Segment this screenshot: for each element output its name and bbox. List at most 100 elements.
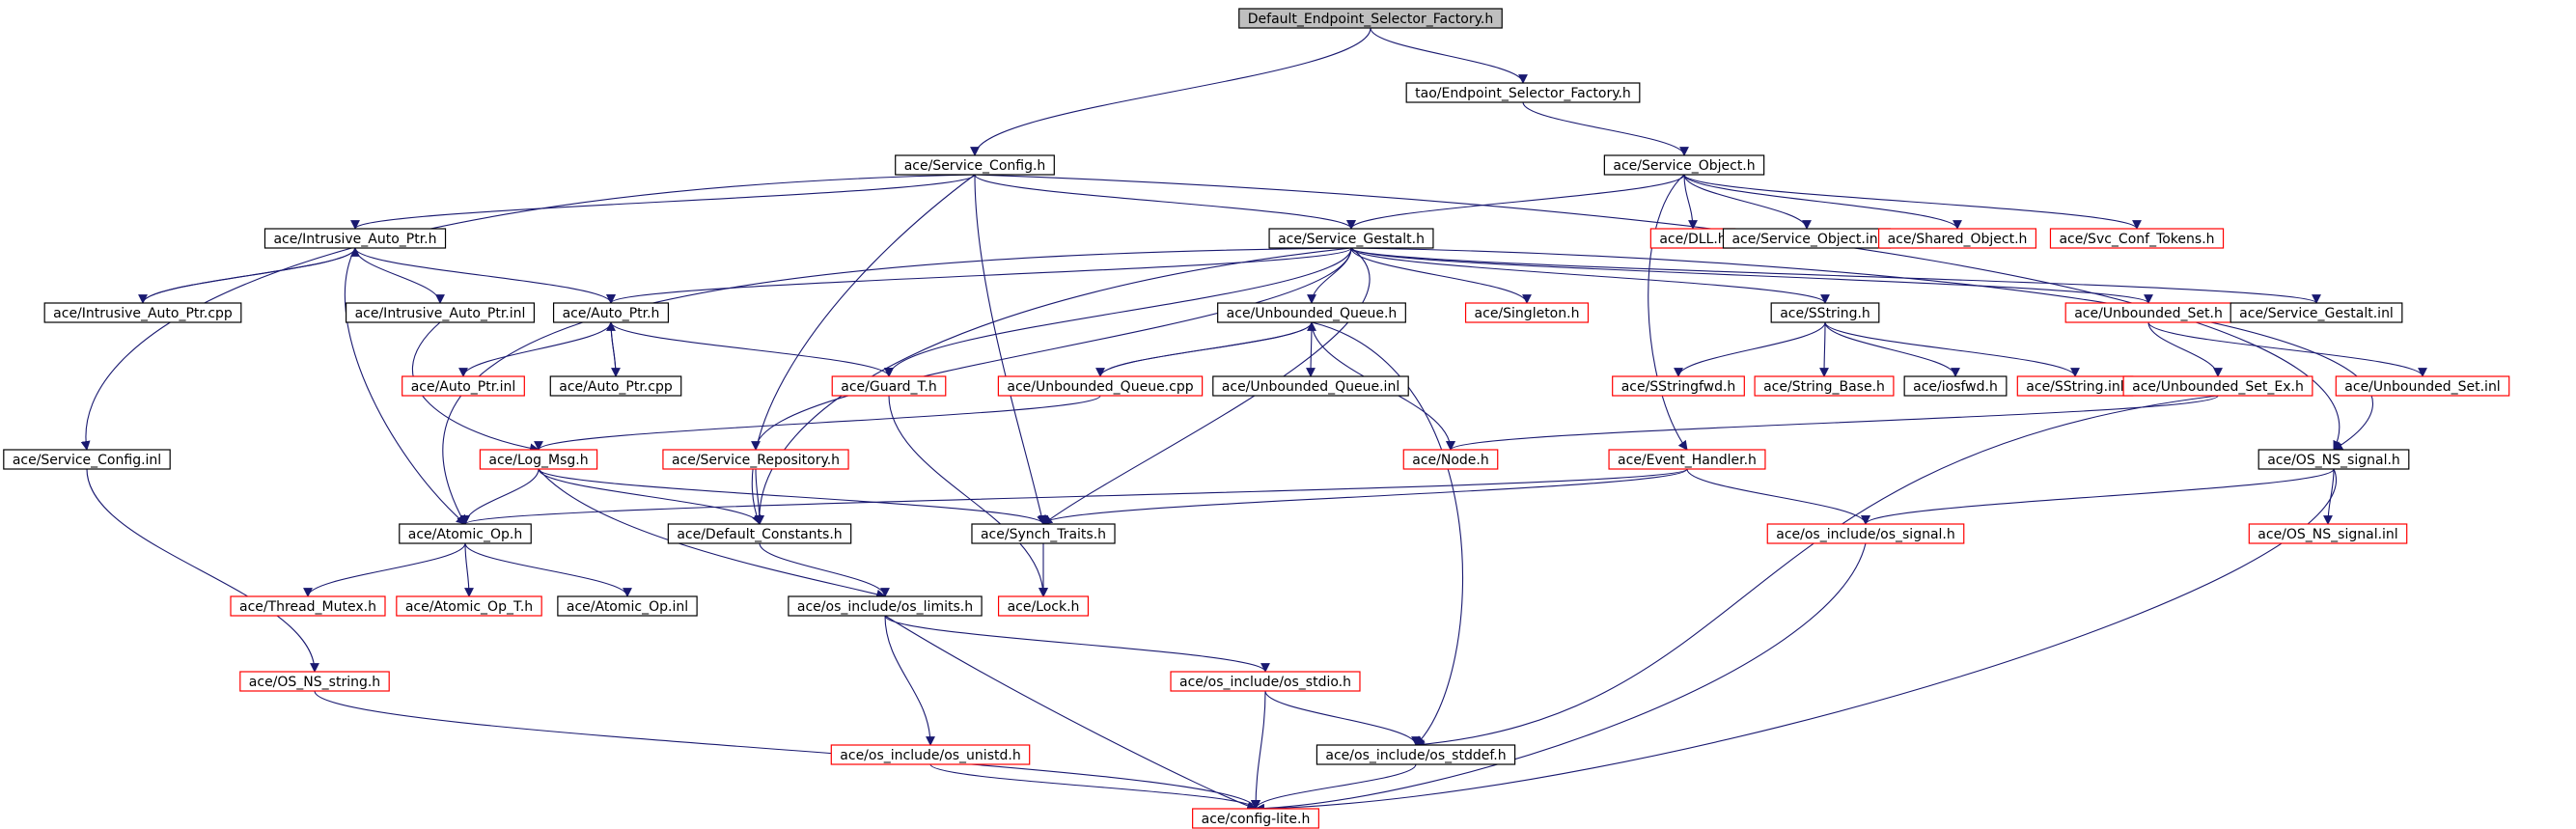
include-file-node[interactable]: ace/config-lite.h — [1192, 808, 1319, 829]
dependency-edge — [1370, 27, 1528, 84]
node-box — [2122, 375, 2313, 397]
node-label: ace/SString.inl — [2026, 379, 2123, 395]
include-file-node[interactable]: ace/DLL.h — [1649, 228, 1736, 249]
include-file-node[interactable]: ace/Auto_Ptr.h — [552, 302, 670, 323]
include-file-node[interactable]: ace/Unbounded_Set.inl — [2335, 375, 2510, 397]
node-label: ace/SStringfwd.h — [1621, 379, 1736, 395]
include-file-node[interactable]: ace/SString.h — [1770, 302, 1880, 323]
node-label: ace/Unbounded_Set.h — [2074, 306, 2223, 321]
node-label: ace/Auto_Ptr.h — [563, 306, 660, 321]
include-file-node[interactable]: ace/Auto_Ptr.inl — [402, 375, 525, 397]
node-label: ace/Intrusive_Auto_Ptr.cpp — [53, 306, 233, 321]
edges-layer — [80, 27, 2427, 814]
dependency-edge — [303, 542, 466, 597]
dependency-edge — [1819, 321, 1829, 377]
include-file-node[interactable]: ace/Service_Object.inl — [1722, 228, 1892, 249]
dependency-edge — [1686, 468, 1870, 525]
include-file-node[interactable]: ace/Svc_Conf_Tokens.h — [2049, 228, 2225, 249]
include-file-node[interactable]: ace/Unbounded_Queue.cpp — [997, 375, 1204, 397]
dependency-edge — [314, 690, 1260, 810]
include-file-node[interactable]: ace/Event_Handler.h — [1608, 449, 1766, 470]
node-label: ace/Guard_T.h — [841, 379, 937, 395]
include-file-node[interactable]: ace/Shared_Object.h — [1877, 228, 2037, 249]
node-box — [1192, 808, 1319, 829]
include-file-node[interactable]: ace/Unbounded_Queue.h — [1217, 302, 1406, 323]
include-file-node[interactable]: ace/os_include/os_stddef.h — [1316, 744, 1516, 765]
dependency-edge — [974, 174, 1356, 230]
include-file-node[interactable]: ace/os_include/os_signal.h — [1766, 523, 1965, 544]
include-file-node[interactable]: ace/Service_Config.inl — [3, 449, 171, 470]
include-file-node[interactable]: ace/SStringfwd.h — [1612, 375, 1745, 397]
node-box — [971, 523, 1116, 544]
include-file-node[interactable]: ace/Service_Gestalt.inl — [2230, 302, 2403, 323]
dependency-edge — [411, 321, 540, 454]
node-box — [1238, 8, 1503, 29]
dependency-edge — [755, 468, 764, 525]
include-file-node[interactable]: ace/Node.h — [1402, 449, 1499, 470]
node-label: ace/os_include/os_signal.h — [1776, 527, 1955, 542]
include-file-node[interactable]: ace/Service_Repository.h — [662, 449, 849, 470]
dependency-edge — [86, 468, 319, 673]
include-file-node[interactable]: ace/Unbounded_Set_Ex.h — [2122, 375, 2313, 397]
include-file-node[interactable]: ace/OS_NS_signal.h — [2257, 449, 2410, 470]
dependency-edge — [1648, 174, 1688, 451]
node-box — [1754, 375, 1895, 397]
include-file-node[interactable]: ace/Log_Msg.h — [479, 449, 598, 470]
include-file-node[interactable]: ace/Intrusive_Auto_Ptr.cpp — [43, 302, 242, 323]
node-box — [1877, 228, 2037, 249]
node-label: ace/Event_Handler.h — [1618, 453, 1757, 468]
include-file-node[interactable]: ace/iosfwd.h — [1903, 375, 2008, 397]
node-label: ace/os_include/os_limits.h — [797, 599, 973, 615]
node-box — [2248, 523, 2408, 544]
include-file-node[interactable]: ace/OS_NS_signal.inl — [2248, 523, 2408, 544]
dependency-edge — [751, 174, 976, 525]
include-file-node[interactable]: ace/Singleton.h — [1464, 302, 1590, 323]
include-file-node[interactable]: ace/Service_Config.h — [895, 154, 1055, 176]
dependency-edge — [759, 542, 890, 597]
node-label: ace/Auto_Ptr.inl — [411, 379, 516, 395]
include-file-node[interactable]: ace/Atomic_Op.inl — [557, 595, 698, 617]
node-box — [549, 375, 682, 397]
include-file-node[interactable]: ace/Service_Gestalt.h — [1268, 228, 1434, 249]
dependency-edge — [350, 174, 976, 230]
node-box — [1766, 523, 1965, 544]
node-label: ace/Thread_Mutex.h — [239, 599, 376, 615]
include-file-node[interactable]: ace/OS_NS_string.h — [239, 671, 390, 692]
dependency-edge — [1683, 174, 1698, 230]
dependency-edge — [1350, 247, 2374, 451]
include-file-node[interactable]: ace/Auto_Ptr.cpp — [549, 375, 682, 397]
node-box — [997, 375, 1204, 397]
include-file-node[interactable]: ace/Guard_T.h — [831, 375, 947, 397]
dependency-edge — [538, 468, 764, 525]
include-file-node[interactable]: ace/Service_Object.h — [1603, 154, 1765, 176]
include-file-node[interactable]: ace/Intrusive_Auto_Ptr.inl — [345, 302, 536, 323]
node-box — [2335, 375, 2510, 397]
node-label: ace/iosfwd.h — [1913, 379, 1998, 395]
include-file-node[interactable]: ace/Unbounded_Set.h — [2064, 302, 2232, 323]
include-file-node[interactable]: ace/Default_Constants.h — [667, 523, 852, 544]
include-file-node[interactable]: ace/String_Base.h — [1754, 375, 1895, 397]
include-file-node[interactable]: ace/Unbounded_Queue.inl — [1212, 375, 1409, 397]
dependency-edge — [884, 615, 935, 746]
include-file-node[interactable]: ace/os_include/os_unistd.h — [830, 744, 1031, 765]
include-file-node[interactable]: ace/os_include/os_limits.h — [788, 595, 983, 617]
include-file-node[interactable]: ace/SString.inl — [2016, 375, 2134, 397]
node-label: ace/Node.h — [1412, 453, 1488, 468]
node-label: ace/os_include/os_unistd.h — [840, 748, 1020, 763]
include-file-node[interactable]: ace/os_include/os_stdio.h — [1170, 671, 1361, 692]
include-file-node[interactable]: ace/Lock.h — [997, 595, 1090, 617]
node-label: ace/Default_Constants.h — [677, 527, 842, 542]
dependency-edge — [534, 395, 1101, 451]
include-file-node[interactable]: ace/Atomic_Op.h — [399, 523, 532, 544]
include-file-node[interactable]: ace/Intrusive_Auto_Ptr.h — [263, 228, 447, 249]
dependency-edge — [80, 174, 976, 451]
include-file-node[interactable]: ace/Atomic_Op_T.h — [396, 595, 542, 617]
include-file-node[interactable]: tao/Endpoint_Selector_Factory.h — [1405, 82, 1641, 103]
include-file-node[interactable]: ace/Synch_Traits.h — [971, 523, 1116, 544]
node-label: ace/Service_Gestalt.inl — [2239, 306, 2394, 321]
dependency-edge — [1446, 395, 2219, 451]
node-label: ace/Unbounded_Queue.cpp — [1007, 379, 1193, 395]
include-file-node[interactable]: ace/Thread_Mutex.h — [230, 595, 386, 617]
root-file-node: Default_Endpoint_Selector_Factory.h — [1238, 8, 1503, 29]
node-label: Default_Endpoint_Selector_Factory.h — [1248, 12, 1493, 27]
